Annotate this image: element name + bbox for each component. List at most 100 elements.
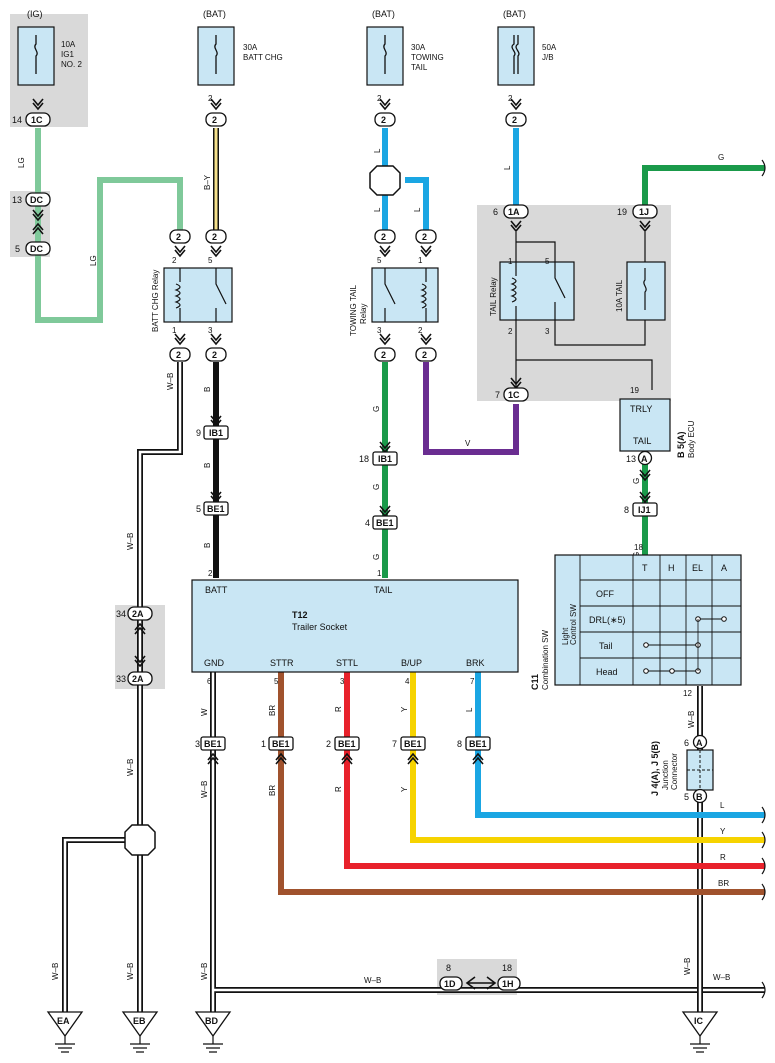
svg-text:R: R (334, 706, 343, 712)
svg-text:BATT CHG: BATT CHG (243, 53, 283, 62)
svg-text:(BAT): (BAT) (503, 9, 526, 19)
svg-text:G: G (372, 554, 381, 560)
svg-text:3: 3 (195, 739, 200, 749)
svg-text:2: 2 (508, 327, 513, 336)
svg-text:1: 1 (377, 569, 382, 578)
svg-text:8: 8 (457, 739, 462, 749)
ground-ic: IC (681, 1011, 719, 1053)
svg-text:BE1: BE1 (207, 504, 225, 514)
svg-text:BD: BD (205, 1016, 218, 1026)
svg-text:2: 2 (176, 232, 181, 242)
svg-text:H: H (668, 563, 675, 573)
svg-text:W–B: W–B (126, 759, 135, 776)
svg-text:Control SW: Control SW (569, 604, 578, 645)
svg-text:DRL(∗5): DRL(∗5) (589, 615, 626, 625)
svg-text:IG1: IG1 (61, 50, 74, 59)
svg-text:1H: 1H (502, 979, 514, 989)
svg-text:Junction: Junction (661, 760, 670, 790)
connector-1d-1h: 1D 8 1H 18 (439, 963, 521, 991)
svg-text:2: 2 (418, 326, 423, 335)
svg-text:W–B: W–B (126, 963, 135, 980)
svg-text:1: 1 (508, 257, 513, 266)
svg-text:TAIL Relay: TAIL Relay (489, 277, 498, 316)
svg-text:3: 3 (208, 326, 213, 335)
svg-text:A: A (696, 738, 703, 748)
svg-text:10A TAIL: 10A TAIL (615, 279, 624, 312)
svg-text:2: 2 (381, 115, 386, 125)
svg-text:STTL: STTL (336, 658, 358, 668)
svg-text:B: B (203, 387, 212, 392)
svg-text:BE1: BE1 (376, 518, 394, 528)
relay-input-connectors: 2 2 2 2 1A 6 1J 19 (169, 204, 658, 257)
svg-text:NO. 2: NO. 2 (61, 60, 82, 69)
svg-text:1J: 1J (639, 207, 649, 217)
svg-text:Y: Y (400, 706, 409, 712)
fuse-ig1: (IG) 10A IG1 NO. 2 (17, 9, 82, 86)
svg-text:7: 7 (392, 739, 397, 749)
svg-text:4: 4 (405, 677, 410, 686)
svg-text:18: 18 (634, 543, 643, 552)
svg-text:G: G (718, 153, 724, 162)
svg-text:DC: DC (30, 244, 43, 254)
svg-text:2: 2 (212, 115, 217, 125)
wire-continuation-marks (761, 159, 766, 999)
wire-l-brk (475, 672, 765, 818)
svg-text:W–B: W–B (166, 373, 175, 390)
svg-text:BE1: BE1 (469, 739, 487, 749)
svg-text:13: 13 (12, 195, 22, 205)
svg-text:6: 6 (493, 207, 498, 217)
svg-text:B: B (203, 543, 212, 548)
connector-ij1: IJ1 8 18 (624, 491, 658, 552)
svg-text:B: B (696, 792, 703, 802)
svg-text:BRK: BRK (466, 658, 485, 668)
svg-text:A: A (641, 454, 648, 464)
relay-tail: 1 5 2 3 TAIL Relay 10A TAIL 1C 7 (489, 232, 666, 402)
fuse-jb: (BAT) 50A J/B (497, 9, 557, 86)
svg-text:V: V (465, 439, 471, 448)
svg-text:2: 2 (172, 256, 177, 265)
svg-text:Body ECU: Body ECU (687, 420, 696, 458)
svg-text:8: 8 (624, 505, 629, 515)
wire-y (410, 672, 765, 843)
svg-text:8: 8 (446, 963, 451, 973)
svg-text:W–B: W–B (126, 533, 135, 550)
svg-text:Connector: Connector (670, 753, 679, 790)
svg-text:4: 4 (365, 518, 370, 528)
svg-text:B/UP: B/UP (401, 658, 422, 668)
svg-text:13: 13 (626, 454, 636, 464)
svg-text:B 5(A): B 5(A) (676, 431, 686, 458)
svg-text:GND: GND (204, 658, 225, 668)
svg-text:L: L (413, 207, 422, 212)
svg-text:EA: EA (57, 1016, 70, 1026)
relay-towing-tail: 5 1 3 2 TOWING TAIL Relay (349, 256, 439, 336)
svg-text:OFF: OFF (596, 589, 614, 599)
svg-text:W–B: W–B (200, 963, 209, 980)
svg-text:5: 5 (377, 256, 382, 265)
svg-text:(BAT): (BAT) (203, 9, 226, 19)
svg-text:W–B: W–B (713, 973, 730, 982)
svg-text:18: 18 (502, 963, 512, 973)
svg-text:5: 5 (15, 244, 20, 254)
trailer-socket: BATT TAIL T12 Trailer Socket GND STTR ST… (191, 579, 519, 686)
svg-text:2: 2 (176, 350, 181, 360)
svg-text:50A: 50A (542, 43, 557, 52)
svg-text:BE1: BE1 (338, 739, 356, 749)
svg-text:19: 19 (617, 207, 627, 217)
svg-text:G: G (372, 406, 381, 412)
svg-text:W–B: W–B (687, 711, 696, 728)
svg-text:J/B: J/B (542, 53, 554, 62)
svg-text:IB1: IB1 (209, 428, 223, 438)
svg-text:IC: IC (694, 1016, 704, 1026)
svg-text:2: 2 (508, 94, 513, 103)
svg-text:W–B: W–B (683, 958, 692, 975)
svg-text:W: W (200, 708, 209, 716)
svg-text:BE1: BE1 (204, 739, 222, 749)
ground-ea: EA (46, 1011, 84, 1053)
svg-text:1: 1 (418, 256, 423, 265)
svg-text:3: 3 (545, 327, 550, 336)
svg-text:(BAT): (BAT) (372, 9, 395, 19)
svg-text:TAIL: TAIL (633, 436, 651, 446)
svg-text:2: 2 (208, 94, 213, 103)
svg-text:7: 7 (495, 390, 500, 400)
